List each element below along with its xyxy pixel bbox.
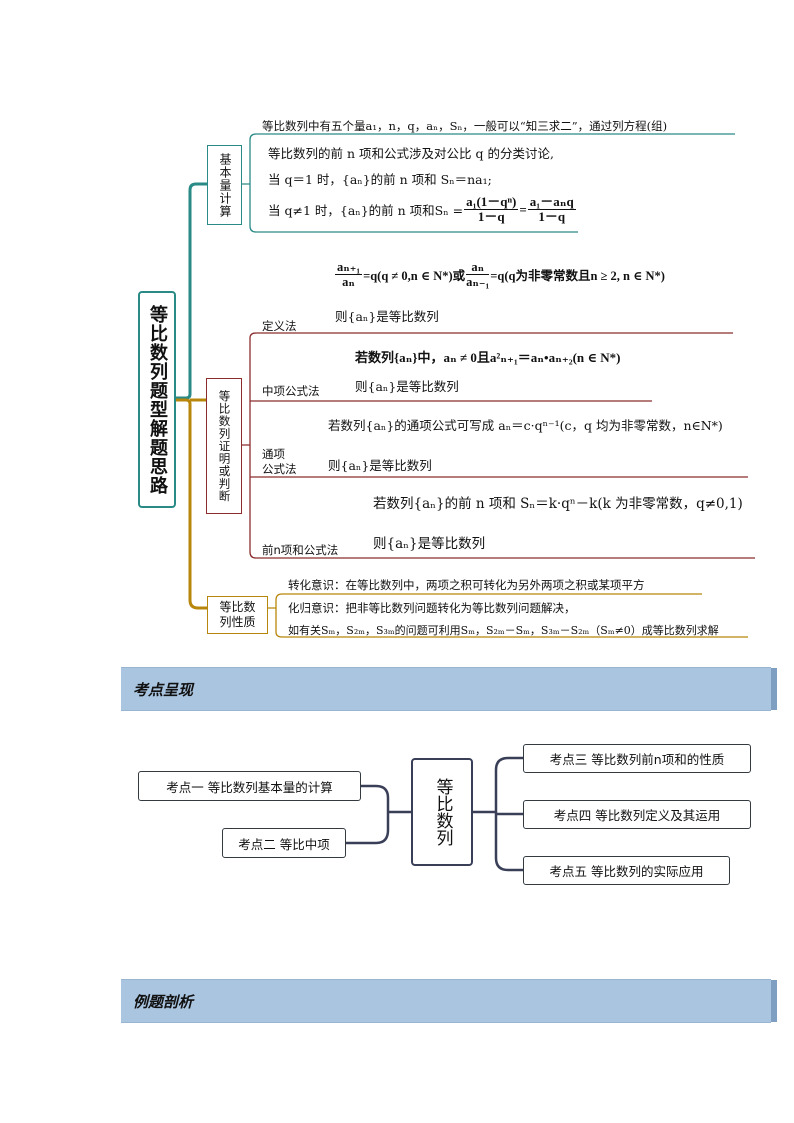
section-banner-kaodian: 考点呈现 bbox=[121, 667, 777, 711]
ratio-den-1: aₙ bbox=[342, 275, 355, 289]
general-term-condition: 若数列{aₙ}的通项公式可写成 aₙ＝c·qⁿ⁻¹(c，q 均为非零常数，n∈N… bbox=[328, 418, 723, 433]
basic-calc-line4: 当 q≠1 时，{aₙ}的前 n 项和Sₙ = a₁(1－qⁿ) 1－q = a… bbox=[268, 195, 577, 224]
kaodian-1: 考点一 等比数列基本量的计算 bbox=[138, 771, 361, 801]
sum-method-condition: 若数列{aₙ}的前 n 项和 Sₙ＝k·qⁿ－k(k 为非零常数，q≠0,1) bbox=[373, 496, 743, 512]
definition-result: 则{aₙ}是等比数列 bbox=[335, 309, 439, 324]
banner-edge bbox=[771, 668, 777, 710]
section-title-examples: 例题剖析 bbox=[133, 992, 194, 1011]
root-node: 等比数列题型解题思路 bbox=[138, 291, 176, 508]
banner-edge-2 bbox=[771, 980, 777, 1022]
general-term-label-1: 通项 bbox=[262, 447, 285, 461]
ratio-fraction-2: aₙ aₙ₋₁ bbox=[466, 260, 490, 289]
basic-calc-line2: 等比数列的前 n 项和公式涉及对公比 q 的分类讨论, bbox=[268, 146, 554, 161]
sum-formula-fraction-1: a₁(1－qⁿ) 1－q bbox=[464, 194, 519, 224]
section-title-kaodian: 考点呈现 bbox=[133, 680, 194, 699]
sum-method-result: 则{aₙ}是等比数列 bbox=[373, 536, 486, 552]
sum-formula-num-2: a₁－aₙq bbox=[527, 194, 576, 210]
general-term-label-2: 公式法 bbox=[262, 462, 297, 476]
definition-condition-tail: =q(q为非零常数且n ≥ 2, n ∈ N*) bbox=[490, 269, 665, 283]
section-banner-examples: 例题剖析 bbox=[121, 979, 777, 1023]
median-result: 则{aₙ}是等比数列 bbox=[355, 379, 459, 394]
equals-sign: = bbox=[519, 201, 527, 217]
ratio-den-2: aₙ₋₁ bbox=[466, 275, 490, 289]
basic-calc-line3: 当 q＝1 时，{aₙ}的前 n 项和 Sₙ＝na₁; bbox=[268, 172, 492, 187]
kaodian-2: 考点二 等比中项 bbox=[222, 828, 346, 858]
properties-line2: 化归意识：把非等比数列问题转化为等比数列问题解决， bbox=[288, 601, 576, 615]
median-condition: 若数列{aₙ}中，aₙ ≠ 0且a²ₙ₊₁＝aₙ•aₙ₊₂(n ∈ N*) bbox=[355, 350, 621, 365]
properties-line3: 如有关Sₘ，S₂ₘ，S₃ₘ的问题可利用Sₘ，S₂ₘ－Sₘ，S₃ₘ－S₂ₘ（Sₘ≠… bbox=[288, 624, 719, 637]
kaodian-3: 考点三 等比数列前n项和的性质 bbox=[523, 744, 751, 773]
ratio-fraction-1: aₙ₊₁ aₙ bbox=[335, 260, 363, 289]
sum-formula-num-1: a₁(1－qⁿ) bbox=[464, 194, 519, 210]
branch-proof-label: 等比数列证明或判断 bbox=[217, 389, 232, 503]
general-term-result: 则{aₙ}是等比数列 bbox=[328, 458, 432, 473]
ratio-num-2: aₙ bbox=[466, 260, 490, 275]
branch-properties-label: 等比数列性质 bbox=[219, 600, 256, 629]
branch-basic-calc: 基本量计算 bbox=[207, 145, 242, 225]
sum-formula-den-2: 1－q bbox=[538, 209, 566, 224]
kaodian-4: 考点四 等比数列定义及其运用 bbox=[523, 800, 751, 829]
basic-calc-line4-prefix: 当 q≠1 时，{aₙ}的前 n 项和Sₙ = bbox=[268, 203, 464, 218]
definition-method-label: 定义法 bbox=[262, 319, 297, 333]
median-method-label: 中项公式法 bbox=[262, 384, 320, 398]
kaodian-5: 考点五 等比数列的实际应用 bbox=[523, 856, 730, 885]
sum-formula-fraction-2: a₁－aₙq 1－q bbox=[527, 194, 576, 224]
basic-calc-line1: 等比数列中有五个量a₁，n，q，aₙ，Sₙ，一般可以“知三求二”，通过列方程(组… bbox=[262, 119, 668, 133]
branch-proof: 等比数列证明或判断 bbox=[206, 378, 242, 514]
ratio-num-1: aₙ₊₁ bbox=[335, 260, 363, 275]
definition-condition-mid: =q(q ≠ 0,n ∈ N*)或 bbox=[363, 269, 466, 283]
sum-formula-den-1: 1－q bbox=[477, 209, 505, 224]
branch-properties: 等比数列性质 bbox=[207, 596, 268, 634]
sum-method-label: 前n项和公式法 bbox=[262, 543, 339, 557]
branch-basic-calc-label: 基本量计算 bbox=[218, 152, 232, 218]
definition-condition: aₙ₊₁ aₙ =q(q ≠ 0,n ∈ N*)或 aₙ aₙ₋₁ =q(q为非… bbox=[334, 260, 665, 289]
properties-line1: 转化意识：在等比数列中，两项之积可转化为另外两项之积或某项平方 bbox=[288, 578, 645, 592]
kaodian-center-node: 等比数列 bbox=[411, 758, 473, 866]
